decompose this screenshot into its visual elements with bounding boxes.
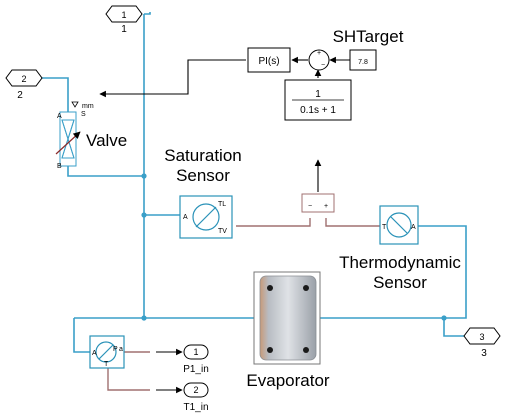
outport-2[interactable]: 2 T1_in — [183, 382, 209, 413]
physical-subtract-block[interactable]: − + — [301, 193, 335, 213]
sum-plus: + — [317, 50, 321, 57]
junction-dot — [141, 212, 147, 218]
inport-1[interactable]: 1 1 — [105, 5, 143, 35]
junction-dot — [141, 315, 147, 321]
outport-1-number: 1 — [193, 347, 198, 357]
signal-wires — [99, 56, 350, 394]
thermo-port-a: A — [411, 224, 416, 231]
physical-wires — [107, 218, 380, 391]
trunk-wire — [143, 12, 151, 318]
junction-dot — [141, 173, 147, 179]
thermo-name-2: Sensor — [373, 273, 427, 292]
tf-numerator: 1 — [315, 89, 321, 100]
tf-denominator: 0.1s + 1 — [300, 105, 336, 116]
sat-port-a: A — [183, 214, 188, 221]
valve-port-b: B — [57, 163, 62, 170]
pt-to-t1-wire — [107, 365, 150, 391]
sub-minus: − — [308, 203, 312, 210]
press-port-t: T — [104, 361, 109, 368]
press-port-a2: a — [119, 346, 123, 353]
setpoint-name: SHTarget — [333, 27, 404, 46]
thermo-to-sub-wire — [325, 218, 380, 227]
outport-1[interactable]: 1 P1_in — [183, 344, 209, 375]
inport-1-number: 1 — [121, 10, 126, 20]
sum-block[interactable]: + − — [308, 49, 330, 71]
junction-dot — [441, 315, 447, 321]
pressure-temperature-sensor-block[interactable]: A P a T — [89, 335, 125, 369]
thermal-wires — [36, 12, 470, 353]
setpoint-value: 7.8 — [358, 59, 368, 66]
press-port-p: P — [113, 346, 118, 353]
thermo-out-wire — [418, 225, 470, 337]
saturation-sensor-block[interactable]: A TL TV Saturation Sensor — [164, 146, 242, 239]
junctions — [141, 173, 447, 321]
valve-port-s: S — [81, 111, 86, 118]
press-sensor-wire — [73, 318, 90, 353]
outport-2-number: 2 — [193, 385, 198, 395]
inport-2-label: 2 — [17, 90, 23, 101]
pi-label: PI(s) — [258, 56, 279, 67]
thermodynamic-sensor-block[interactable]: T A Thermodynamic Sensor — [339, 205, 461, 292]
sat-to-sub-wire — [236, 218, 311, 227]
transfer-function-block[interactable]: 1 0.1s + 1 — [284, 79, 352, 121]
sub-plus: + — [324, 203, 328, 210]
port-3-label: 3 — [481, 348, 487, 359]
sat-port-tv: TV — [218, 228, 227, 235]
inport-1-label: 1 — [121, 24, 127, 35]
thermo-name-1: Thermodynamic — [339, 253, 461, 272]
pi-to-valve-wire — [99, 59, 246, 98]
valve-unit: mm — [82, 103, 94, 110]
outport-2-label: T1_in — [183, 402, 208, 413]
pi-controller-block[interactable]: PI(s) — [247, 47, 291, 73]
press-port-a: A — [92, 350, 97, 357]
evaporator-block[interactable]: Evaporator — [246, 271, 330, 390]
inport-2[interactable]: 2 2 — [5, 69, 43, 101]
port-3-number: 3 — [479, 332, 484, 342]
inport-2-number: 2 — [21, 74, 26, 84]
valve-block[interactable]: A B S mm Valve — [55, 101, 127, 170]
connection-port-3[interactable]: 3 3 — [463, 327, 501, 359]
valve-port-a: A — [57, 113, 62, 120]
valve-name: Valve — [86, 131, 127, 150]
outport-1-label: P1_in — [183, 364, 209, 375]
thermo-port-t: T — [382, 224, 387, 231]
sum-minus: − — [321, 62, 325, 69]
sat-name-1: Saturation — [164, 146, 242, 165]
valve-outlet-wire — [67, 166, 144, 177]
setpoint-constant[interactable]: 7.8 SHTarget — [333, 27, 404, 71]
valve-inlet-wire — [36, 77, 69, 112]
sat-name-2: Sensor — [176, 166, 230, 185]
sat-port-tl: TL — [218, 201, 226, 208]
evaporator-name: Evaporator — [246, 371, 329, 390]
